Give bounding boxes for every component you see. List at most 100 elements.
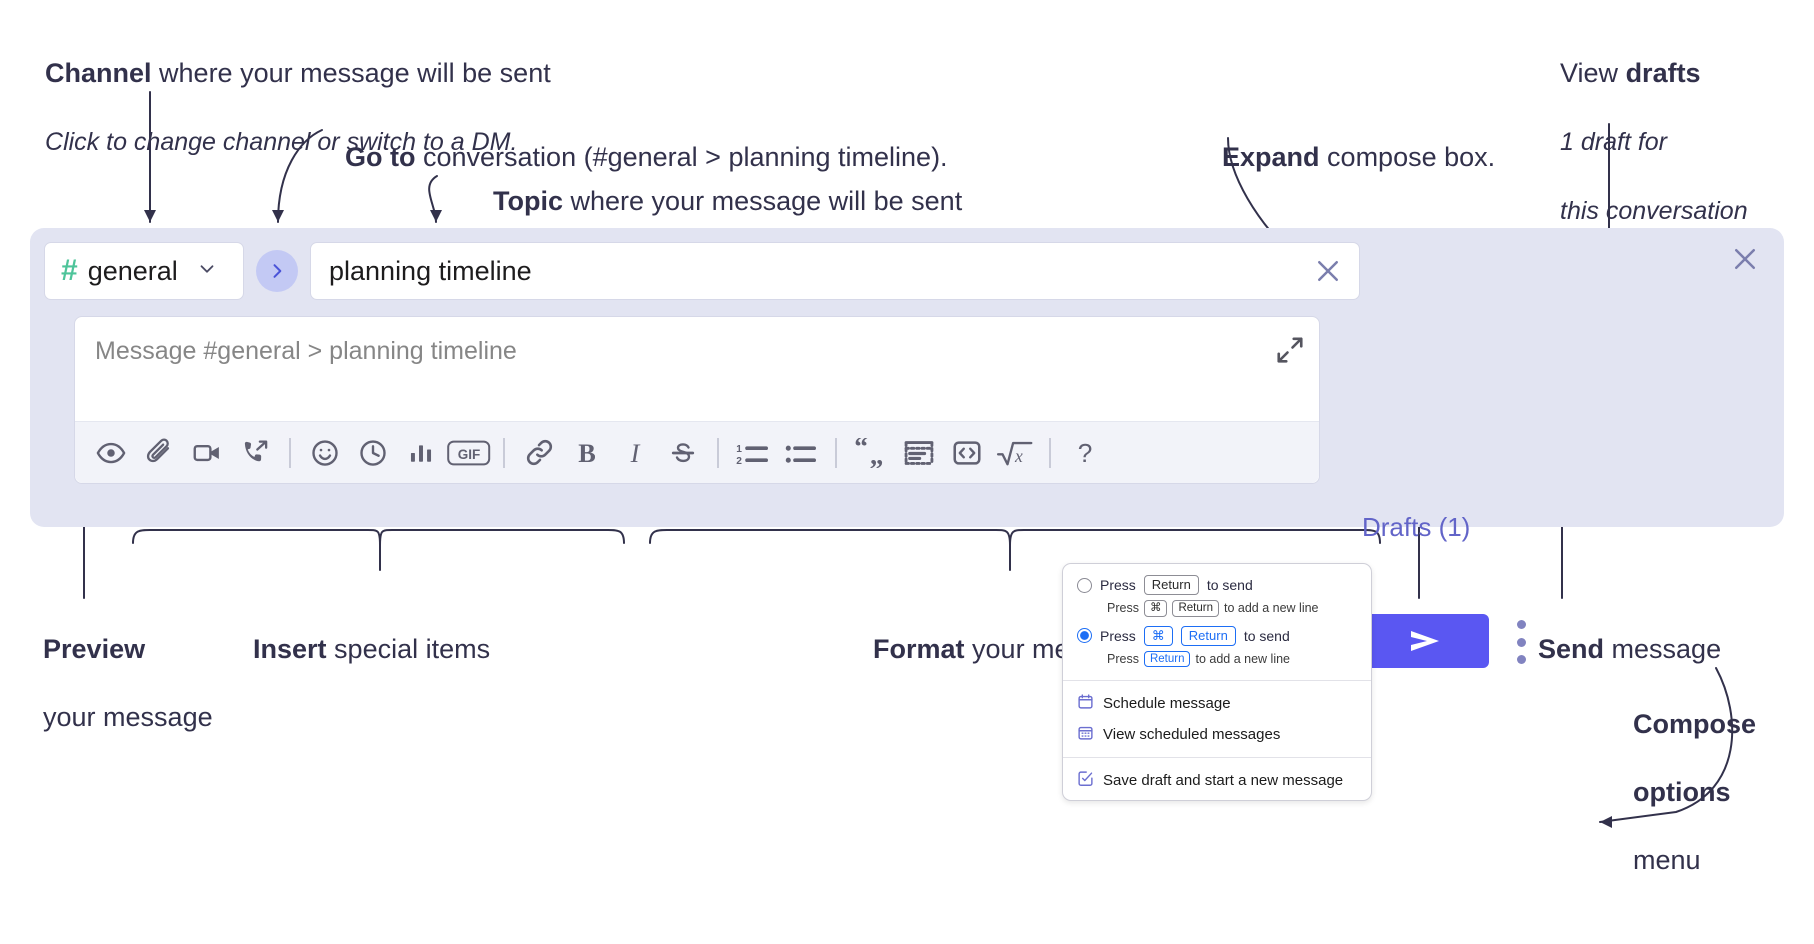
topic-value: planning timeline bbox=[329, 255, 532, 286]
poll-icon[interactable] bbox=[397, 430, 445, 476]
radio-unselected-icon[interactable] bbox=[1077, 577, 1092, 593]
annotation-send-rest: message bbox=[1604, 634, 1722, 665]
topic-field[interactable]: planning timeline bbox=[310, 242, 1360, 300]
attachment-icon[interactable] bbox=[135, 430, 183, 476]
message-input-box[interactable]: Message #general > planning timeline bbox=[74, 316, 1320, 484]
code-block-icon[interactable] bbox=[895, 430, 943, 476]
kebab-dot bbox=[1516, 655, 1526, 664]
strikethrough-icon[interactable] bbox=[659, 430, 707, 476]
code-icon[interactable] bbox=[943, 430, 991, 476]
annotation-channel-bold: Channel bbox=[45, 58, 152, 89]
blockquote-icon[interactable]: “„ bbox=[847, 430, 895, 476]
annotation-drafts-l2: 1 draft for bbox=[1560, 128, 1668, 157]
option1-sub-key-return: Return bbox=[1172, 600, 1219, 617]
annotation-channel-sub: Click to change channel or switch to a D… bbox=[45, 128, 518, 157]
link-icon[interactable] bbox=[515, 430, 563, 476]
annotation-preview: Preview your message bbox=[28, 598, 213, 734]
expand-icon[interactable] bbox=[1275, 335, 1305, 365]
annotation-insert-rest: special items bbox=[326, 634, 491, 665]
option2-press: Press bbox=[1100, 627, 1136, 644]
option2-sub-key-return: Return bbox=[1143, 650, 1191, 668]
annotation-preview-l2: your message bbox=[43, 702, 213, 733]
annotation-insert-bold: Insert bbox=[253, 634, 327, 665]
calendar-clock-icon bbox=[1077, 693, 1094, 714]
toolbar-divider bbox=[717, 437, 719, 468]
annotation-preview-bold: Preview bbox=[43, 634, 146, 665]
annotation-drafts: View drafts 1 draft for this conversatio… bbox=[1545, 22, 1748, 227]
svg-text:“: “ bbox=[854, 438, 868, 461]
annotation-goto: Go to conversation (#general > planning … bbox=[330, 106, 948, 174]
option1-press: Press bbox=[1100, 577, 1136, 594]
bold-icon[interactable]: B bbox=[563, 430, 611, 476]
emoji-icon[interactable] bbox=[301, 430, 349, 476]
clear-topic-icon[interactable] bbox=[1311, 254, 1345, 288]
annotation-drafts-bold: drafts bbox=[1625, 58, 1701, 89]
menu-item-label: Save draft and start a new message bbox=[1103, 772, 1344, 790]
menu-item-label: View scheduled messages bbox=[1103, 726, 1281, 744]
option2-key-cmd: ⌘ bbox=[1143, 625, 1173, 646]
menu-option-return-to-send[interactable]: Press Return to send bbox=[1063, 572, 1371, 598]
huddle-icon[interactable] bbox=[231, 430, 279, 476]
option1-sub-tail: to add a new line bbox=[1223, 601, 1319, 616]
chevron-down-icon bbox=[196, 258, 218, 285]
channel-name: general bbox=[87, 255, 178, 286]
bulleted-list-icon[interactable] bbox=[777, 430, 825, 476]
option1-key-return: Return bbox=[1143, 575, 1199, 596]
menu-divider bbox=[1063, 680, 1371, 682]
annotation-compose-options-l3: menu bbox=[1633, 845, 1701, 876]
italic-icon[interactable]: I bbox=[611, 430, 659, 476]
menu-option-cmd-return-subtext: Press Return to add a new line bbox=[1063, 649, 1371, 673]
svg-text:B: B bbox=[578, 438, 596, 467]
calendar-grid-icon bbox=[1077, 724, 1094, 745]
svg-text:I: I bbox=[630, 438, 641, 467]
svg-text:?: ? bbox=[1078, 438, 1093, 468]
annotation-format-bold: Format bbox=[873, 634, 965, 665]
compose-widget: # general planning timeline Message #gen… bbox=[30, 228, 1784, 668]
annotation-compose-options-l1: Compose bbox=[1633, 709, 1757, 740]
channel-selector[interactable]: # general bbox=[44, 242, 244, 300]
annotation-topic: Topic where your message will be sent bbox=[478, 150, 962, 218]
message-placeholder: Message #general > planning timeline bbox=[95, 337, 517, 365]
svg-text:1: 1 bbox=[736, 443, 742, 454]
preview-icon[interactable] bbox=[87, 430, 135, 476]
annotation-compose-options-l2: options bbox=[1633, 777, 1731, 808]
drafts-link[interactable]: Drafts (1) bbox=[1362, 512, 1471, 542]
menu-item-schedule-message[interactable]: Schedule message bbox=[1063, 688, 1371, 719]
menu-option-cmd-return-to-send[interactable]: Press ⌘ Return to send bbox=[1063, 623, 1371, 649]
video-icon[interactable] bbox=[183, 430, 231, 476]
annotation-compose-options: Compose options menu bbox=[1618, 673, 1756, 877]
menu-option-return-subtext: Press ⌘ Return to add a new line bbox=[1063, 598, 1371, 622]
close-icon[interactable] bbox=[1728, 242, 1762, 276]
compose-options-menu: Press Return to send Press ⌘ Return to a… bbox=[1062, 563, 1372, 802]
math-icon[interactable]: x bbox=[991, 430, 1039, 476]
svg-text:GIF: GIF bbox=[458, 447, 481, 462]
help-icon[interactable]: ? bbox=[1061, 430, 1109, 476]
toolbar-divider bbox=[1049, 437, 1051, 468]
toolbar-divider bbox=[835, 437, 837, 468]
annotation-expand-bold: Expand bbox=[1222, 142, 1320, 173]
annotation-send: Send message bbox=[1523, 598, 1721, 666]
compose-options-menu-button[interactable] bbox=[1511, 620, 1531, 664]
save-draft-icon bbox=[1077, 770, 1094, 791]
goto-conversation-button[interactable] bbox=[256, 250, 298, 292]
clock-icon[interactable] bbox=[349, 430, 397, 476]
gif-icon[interactable]: GIF bbox=[445, 430, 493, 476]
send-button[interactable] bbox=[1361, 614, 1489, 668]
annotation-drafts-pre: View bbox=[1560, 58, 1626, 89]
menu-item-view-scheduled-messages[interactable]: View scheduled messages bbox=[1063, 719, 1371, 750]
kebab-dot bbox=[1516, 637, 1526, 647]
toolbar-divider bbox=[503, 437, 505, 468]
option2-key-return: Return bbox=[1180, 625, 1236, 646]
annotation-expand-rest: compose box. bbox=[1319, 142, 1496, 173]
annotation-channel: Channel where your message will be sent … bbox=[30, 22, 551, 159]
menu-item-save-draft[interactable]: Save draft and start a new message bbox=[1063, 765, 1371, 796]
annotation-insert: Insert special items bbox=[238, 598, 490, 666]
compose-header-row: # general planning timeline bbox=[44, 242, 1360, 300]
option1-sub-press: Press bbox=[1107, 601, 1139, 616]
radio-selected-icon[interactable] bbox=[1077, 628, 1092, 644]
toolbar-divider bbox=[289, 437, 291, 468]
annotation-channel-rest: where your message will be sent bbox=[151, 58, 551, 89]
option2-sub-tail: to add a new line bbox=[1195, 652, 1290, 667]
